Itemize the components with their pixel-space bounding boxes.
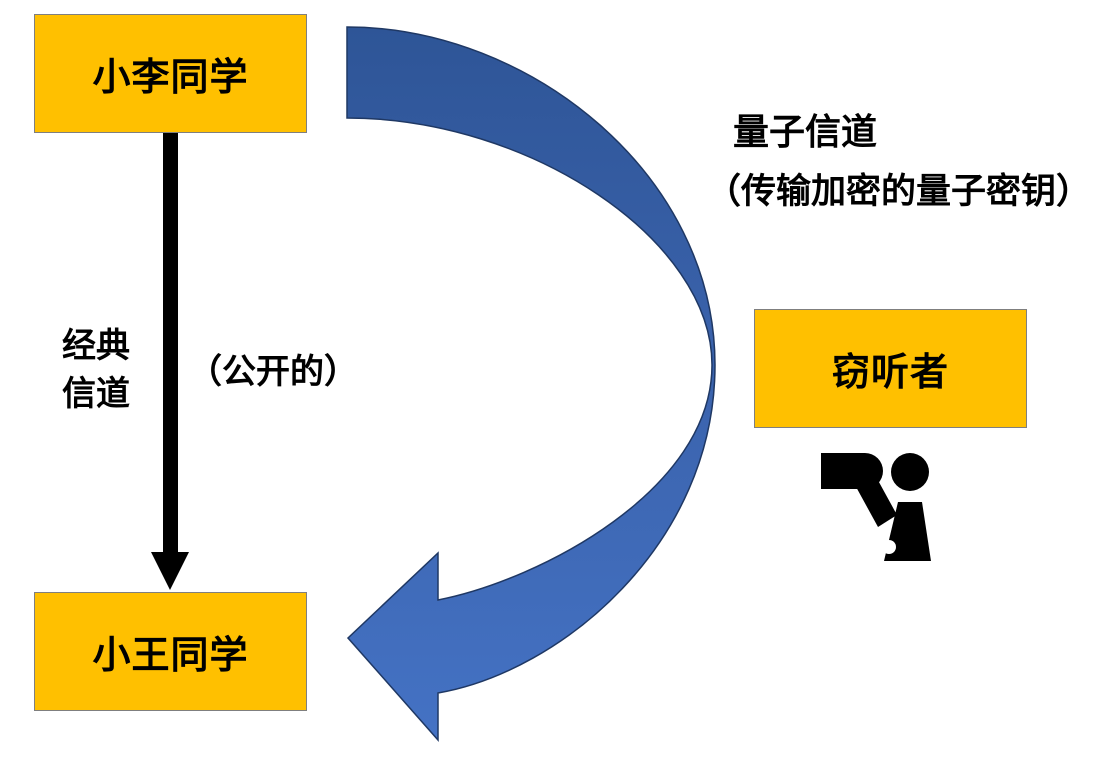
eavesdropper-label: 窃听者 [831, 350, 949, 394]
classical-channel-subtitle: （公开的） [188, 352, 358, 392]
receiver-label: 小王同学 [92, 633, 249, 677]
sender-label: 小李同学 [92, 55, 249, 99]
quantum-channel-title: 量子信道 [733, 112, 878, 153]
quantum-channel-subtitle: （传输加密的量子密钥） [706, 172, 1092, 212]
classical-channel-title-line2: 信道 [62, 374, 130, 414]
quantum-channel-arrow [346, 26, 716, 742]
person-with-listening-device-icon [821, 453, 931, 561]
classical-channel-title-line1: 经典 [62, 326, 130, 366]
receiver-node: 小王同学 [34, 592, 307, 711]
classical-channel-arrow [151, 133, 189, 590]
sender-node: 小李同学 [34, 14, 307, 133]
eavesdropper-node: 窃听者 [754, 309, 1027, 428]
